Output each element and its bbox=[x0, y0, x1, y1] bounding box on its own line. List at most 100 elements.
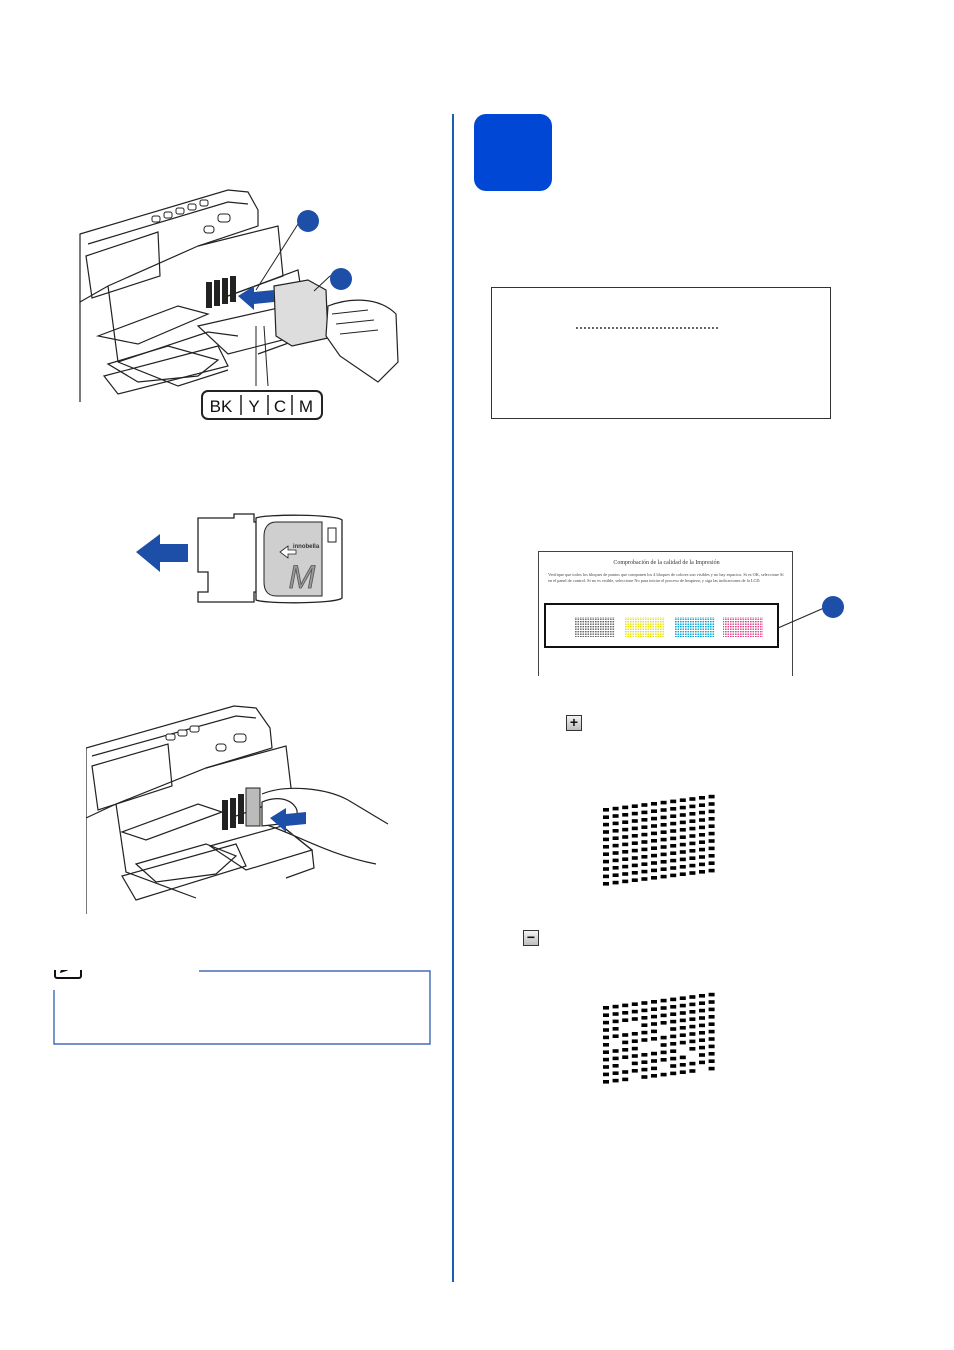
dot-mark bbox=[708, 1037, 715, 1041]
dot-mark bbox=[660, 1058, 667, 1062]
dot-mark bbox=[631, 1017, 638, 1021]
dot-mark bbox=[631, 1069, 638, 1073]
dot-mark bbox=[651, 839, 657, 843]
printer-cartridge-push-illustration bbox=[86, 705, 389, 914]
callout-line bbox=[777, 607, 825, 629]
dot-mark bbox=[603, 845, 609, 849]
dot-mark bbox=[660, 867, 667, 871]
dot-mark bbox=[612, 843, 619, 848]
dot-mark bbox=[641, 877, 648, 881]
cartridge-label-c: C bbox=[274, 397, 286, 416]
dot-mark bbox=[603, 1057, 609, 1062]
dot-mark bbox=[651, 868, 657, 873]
dot-mark bbox=[641, 825, 648, 829]
dot-mark bbox=[641, 1016, 648, 1020]
dot-mark bbox=[660, 1050, 667, 1055]
dot-mark bbox=[689, 841, 696, 846]
dot-mark bbox=[622, 827, 629, 832]
dot-mark bbox=[660, 800, 667, 805]
color-block-magenta bbox=[723, 617, 763, 637]
dot-mark bbox=[679, 996, 686, 1000]
dot-mark bbox=[670, 807, 677, 811]
dot-mark bbox=[660, 1035, 667, 1040]
dot-mark bbox=[689, 804, 696, 809]
dot-mark bbox=[612, 1056, 619, 1061]
dot-mark bbox=[699, 1045, 705, 1050]
dot-mark bbox=[641, 810, 648, 815]
dot-mark bbox=[622, 1040, 629, 1045]
dot-mark bbox=[660, 998, 667, 1003]
dot-mark bbox=[631, 811, 638, 816]
dot-mark bbox=[660, 1013, 667, 1018]
dot-mark bbox=[679, 1063, 686, 1067]
dot-mark bbox=[612, 814, 619, 818]
dot-mark bbox=[603, 830, 609, 834]
dot-mark bbox=[612, 1034, 619, 1038]
color-block-yellow bbox=[625, 617, 665, 637]
dot-mark bbox=[631, 1054, 638, 1058]
dot-mark bbox=[708, 1066, 715, 1071]
callout-dot-a bbox=[297, 210, 319, 232]
column-divider bbox=[452, 114, 454, 1282]
dot-mark bbox=[689, 856, 696, 860]
dot-mark bbox=[641, 1075, 648, 1079]
dot-mark bbox=[603, 822, 609, 827]
dot-mark bbox=[689, 1010, 696, 1014]
dot-mark bbox=[699, 818, 705, 822]
dot-mark bbox=[641, 1030, 648, 1035]
dot-mark bbox=[603, 808, 609, 812]
dot-mark bbox=[631, 856, 638, 860]
dot-mark bbox=[699, 1038, 705, 1042]
dot-mark bbox=[670, 1012, 677, 1016]
dot-mark bbox=[699, 840, 705, 844]
color-blocks bbox=[575, 617, 763, 637]
dot-mark bbox=[612, 1071, 619, 1075]
dot-mark bbox=[622, 1055, 629, 1059]
dot-mark bbox=[708, 868, 715, 873]
dot-mark bbox=[708, 794, 715, 799]
dot-mark bbox=[651, 876, 657, 880]
dot-mark bbox=[641, 832, 648, 837]
dot-mark bbox=[708, 1052, 715, 1056]
note-frame bbox=[53, 970, 431, 1045]
dot-mark bbox=[622, 1011, 629, 1015]
dot-mark bbox=[670, 1034, 677, 1039]
dot-mark bbox=[631, 826, 638, 831]
dot-mark bbox=[622, 1070, 629, 1074]
dot-mark bbox=[641, 1053, 648, 1057]
dot-mark bbox=[603, 882, 609, 886]
dot-mark bbox=[699, 1053, 705, 1057]
dot-mark bbox=[612, 1064, 619, 1068]
callout-dot-b bbox=[330, 268, 352, 290]
dot-mark bbox=[670, 829, 677, 833]
dot-mark bbox=[641, 847, 648, 852]
dot-mark bbox=[679, 1070, 686, 1074]
dot-mark bbox=[603, 1065, 609, 1069]
dot-mark bbox=[603, 867, 609, 871]
dot-mark bbox=[679, 828, 686, 832]
dot-mark bbox=[612, 866, 619, 870]
print-sheet-title: Comprobación de la calidad de la Impresi… bbox=[613, 560, 720, 566]
dot-mark bbox=[660, 860, 667, 864]
dot-mark bbox=[699, 803, 705, 807]
dot-mark bbox=[670, 1027, 677, 1031]
dot-mark bbox=[660, 837, 667, 842]
dot-mark bbox=[708, 1044, 715, 1049]
dot-mark bbox=[651, 1014, 657, 1019]
dot-mark bbox=[651, 809, 657, 813]
dot-mark bbox=[708, 802, 715, 806]
dot-mark bbox=[708, 846, 715, 851]
dot-mark bbox=[660, 874, 667, 879]
color-block-cyan bbox=[675, 617, 715, 637]
plus-key-icon: + bbox=[566, 715, 582, 731]
dot-mark bbox=[689, 834, 696, 838]
lcd-display-box bbox=[491, 287, 831, 419]
dot-mark bbox=[641, 840, 648, 844]
dot-mark bbox=[603, 1050, 609, 1054]
dot-mark bbox=[622, 857, 629, 861]
dot-mark bbox=[651, 802, 657, 806]
good-dot-pattern bbox=[603, 794, 715, 886]
dot-mark bbox=[708, 1022, 715, 1026]
dot-mark bbox=[679, 857, 686, 862]
dot-mark bbox=[622, 842, 629, 847]
